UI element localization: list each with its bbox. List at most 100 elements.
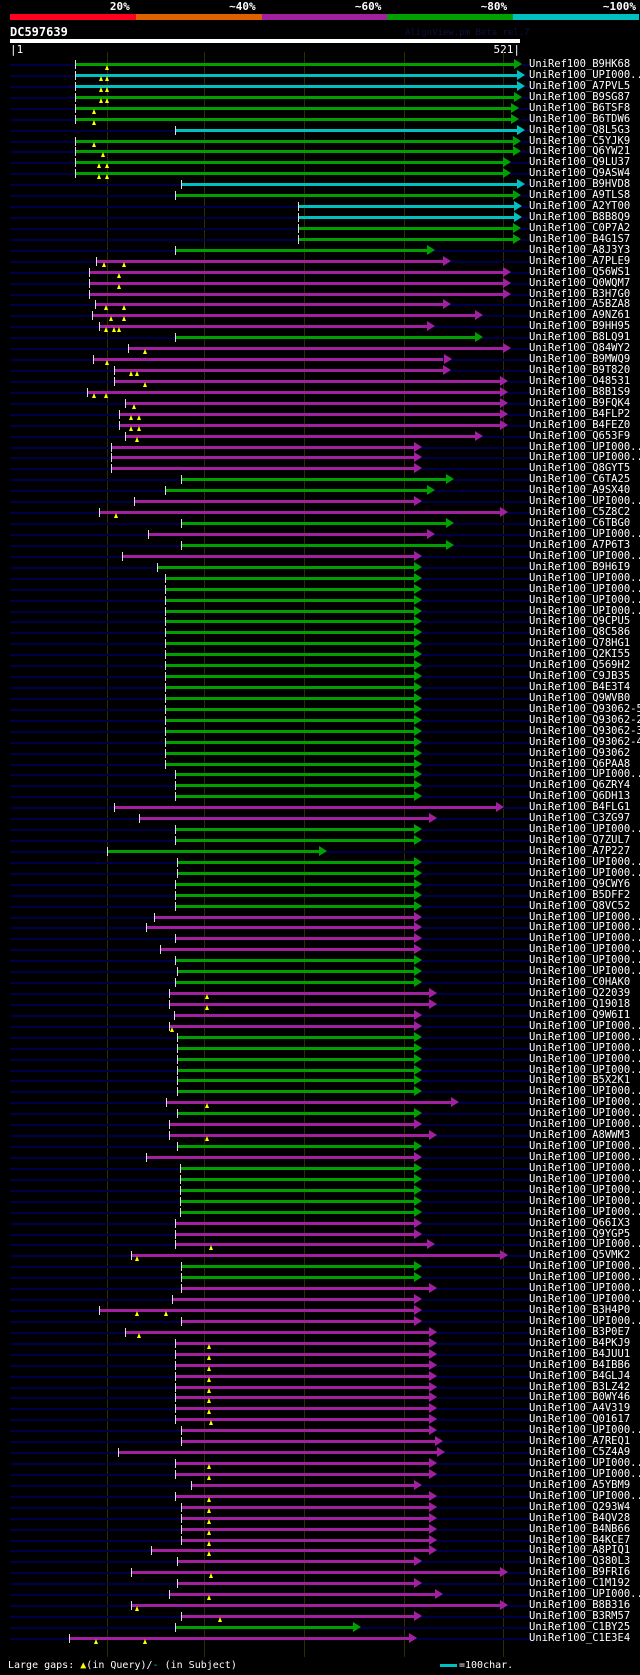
hit-label[interactable]: UniRef100_O48531 — [529, 374, 631, 387]
alignment-row[interactable]: UniRef100_B9SG87 — [0, 91, 640, 103]
hit-label[interactable]: UniRef100_Q9CPU5 — [529, 615, 631, 628]
hit-label[interactable]: UniRef100_A9SX40 — [529, 484, 631, 497]
alignment-row[interactable]: UniRef100_UPI000.. — [0, 856, 640, 868]
hit-label[interactable]: UniRef100_B0WY46 — [529, 1391, 631, 1404]
hit-label[interactable]: UniRef100_Q22039 — [529, 987, 631, 1000]
alignment-row[interactable]: UniRef100_B3H7G0 — [0, 287, 640, 300]
alignment-row[interactable]: UniRef100_C6TA25 — [0, 473, 640, 485]
alignment-row[interactable]: UniRef100_B4FLP2 — [0, 408, 640, 420]
alignment-row[interactable]: UniRef100_UPI000.. — [0, 572, 640, 584]
alignment-row[interactable]: UniRef100_B8B1S9 — [0, 386, 640, 398]
hit-label[interactable]: UniRef100_B4E3T4 — [529, 681, 631, 693]
alignment-row[interactable]: UniRef100_B3P0E7 — [0, 1325, 640, 1338]
hit-label[interactable]: UniRef100_UPI000.. — [529, 943, 640, 956]
alignment-row[interactable]: UniRef100_UPI000.. — [0, 768, 640, 780]
hit-label[interactable]: UniRef100_Q93062-2 — [529, 713, 640, 726]
alignment-row[interactable]: UniRef100_Q93062-2 — [0, 713, 640, 726]
hit-label[interactable]: UniRef100_A4V319 — [529, 1402, 631, 1415]
hit-label[interactable]: UniRef100_UPI000.. — [529, 1314, 640, 1327]
alignment-row[interactable]: UniRef100_UPI000.. — [0, 1206, 640, 1218]
alignment-row[interactable]: UniRef100_B4JUU1 — [0, 1348, 640, 1360]
hit-label[interactable]: UniRef100_B4PKJ9 — [529, 1336, 631, 1349]
hit-label[interactable]: UniRef100_B8B316 — [529, 1599, 631, 1612]
alignment-row[interactable]: UniRef100_A8PIQ1 — [0, 1544, 640, 1557]
alignment-row[interactable]: UniRef100_B3H4P0 — [0, 1304, 640, 1317]
alignment-row[interactable]: UniRef100_UPI000.. — [0, 440, 640, 453]
alignment-row[interactable]: UniRef100_UPI000.. — [0, 1173, 640, 1185]
hit-label[interactable]: UniRef100_B5X2K1 — [529, 1074, 631, 1087]
hit-label[interactable]: UniRef100_Q93062-3 — [529, 724, 640, 737]
hit-label[interactable]: UniRef100_UPI000.. — [529, 1194, 640, 1207]
alignment-row[interactable]: UniRef100_UPI000.. — [0, 1260, 640, 1273]
hit-label[interactable]: UniRef100_UPI000.. — [529, 954, 640, 967]
alignment-row[interactable]: UniRef100_UPI000.. — [0, 1107, 640, 1119]
hit-label[interactable]: UniRef100_Q8L5G3 — [529, 123, 631, 136]
hit-label[interactable]: UniRef100_A7P227 — [529, 844, 631, 857]
alignment-row[interactable]: UniRef100_A8J3Y3 — [0, 244, 640, 256]
hit-label[interactable]: UniRef100_B9H6I9 — [529, 560, 631, 573]
hit-label[interactable]: UniRef100_Q8GYT5 — [529, 462, 631, 475]
hit-label[interactable]: UniRef100_UPI000.. — [529, 451, 640, 464]
alignment-row[interactable]: UniRef100_UPI000.. — [0, 1162, 640, 1174]
hit-label[interactable]: UniRef100_B8LQ91 — [529, 331, 631, 344]
hit-label[interactable]: UniRef100_A7P6T3 — [529, 538, 631, 551]
alignment-row[interactable]: UniRef100_A7P227 — [0, 844, 640, 857]
alignment-row[interactable]: UniRef100_UPI000.. — [0, 1020, 640, 1032]
alignment-row[interactable]: UniRef100_B9H6I9 — [0, 560, 640, 573]
alignment-row[interactable]: UniRef100_C6TBG0 — [0, 517, 640, 529]
hit-label[interactable]: UniRef100_Q56WS1 — [529, 265, 631, 278]
alignment-row[interactable]: UniRef100_UPI000.. — [0, 965, 640, 977]
alignment-row[interactable]: UniRef100_UPI000.. — [0, 1140, 640, 1152]
hit-label[interactable]: UniRef100_UPI000.. — [529, 1238, 640, 1251]
alignment-row[interactable]: UniRef100_UPI000.. — [0, 582, 640, 595]
alignment-row[interactable]: UniRef100_UPI000.. — [0, 69, 640, 81]
alignment-row[interactable]: UniRef100_B9MWQ9 — [0, 353, 640, 366]
hit-label[interactable]: UniRef100_B4NB66 — [529, 1522, 631, 1535]
alignment-row[interactable]: UniRef100_UPI000.. — [0, 1194, 640, 1207]
hit-label[interactable]: UniRef100_B4IBB6 — [529, 1358, 631, 1371]
alignment-row[interactable]: UniRef100_Q6YW21 — [0, 145, 640, 158]
hit-label[interactable]: UniRef100_Q19018 — [529, 997, 631, 1010]
alignment-row[interactable]: UniRef100_UPI000.. — [0, 605, 640, 617]
hit-label[interactable]: UniRef100_UPI000.. — [529, 582, 640, 595]
alignment-row[interactable]: UniRef100_C9JB35 — [0, 670, 640, 682]
alignment-row[interactable]: UniRef100_Q93062-4 — [0, 736, 640, 748]
alignment-row[interactable]: UniRef100_UPI000.. — [0, 550, 640, 562]
alignment-row[interactable]: UniRef100_Q9CWY6 — [0, 878, 640, 890]
hit-label[interactable]: UniRef100_B3P0E7 — [529, 1325, 631, 1338]
hit-label[interactable]: UniRef100_UPI000.. — [529, 932, 640, 945]
hit-label[interactable]: UniRef100_UPI000.. — [529, 495, 640, 508]
alignment-row[interactable]: UniRef100_B4IBB6 — [0, 1358, 640, 1371]
alignment-row[interactable]: UniRef100_UPI000.. — [0, 594, 640, 606]
hit-label[interactable]: UniRef100_B9MWQ9 — [529, 353, 631, 366]
hit-label[interactable]: UniRef100_C1M192 — [529, 1577, 631, 1590]
alignment-row[interactable]: UniRef100_Q9CPU5 — [0, 615, 640, 628]
alignment-row[interactable]: UniRef100_UPI000.. — [0, 1053, 640, 1065]
hit-label[interactable]: UniRef100_C0HAK0 — [529, 976, 631, 989]
hit-label[interactable]: UniRef100_UPI000.. — [529, 1151, 640, 1163]
hit-label[interactable]: UniRef100_B3H7G0 — [529, 287, 631, 300]
hit-label[interactable]: UniRef100_UPI000.. — [529, 823, 640, 836]
alignment-row[interactable]: UniRef100_C0HAK0 — [0, 976, 640, 989]
hit-label[interactable]: UniRef100_UPI000.. — [529, 1467, 640, 1480]
hit-label[interactable]: UniRef100_Q8VC52 — [529, 899, 631, 912]
alignment-row[interactable]: UniRef100_Q93062-3 — [0, 724, 640, 737]
alignment-row[interactable]: UniRef100_A4V319 — [0, 1402, 640, 1415]
alignment-row[interactable]: UniRef100_UPI000.. — [0, 1085, 640, 1097]
hit-label[interactable]: UniRef100_Q78HG1 — [529, 637, 631, 650]
alignment-row[interactable]: UniRef100_UPI000.. — [0, 1457, 640, 1470]
alignment-row[interactable]: UniRef100_Q9WVB0 — [0, 692, 640, 704]
hit-label[interactable]: UniRef100_UPI000.. — [529, 440, 640, 453]
hit-label[interactable]: UniRef100_UPI000.. — [529, 1489, 640, 1502]
alignment-row[interactable]: UniRef100_C5Z4A9 — [0, 1446, 640, 1458]
alignment-row[interactable]: UniRef100_Q9W6I1 — [0, 1009, 640, 1021]
hit-label[interactable]: UniRef100_Q93062 — [529, 746, 631, 759]
hit-label[interactable]: UniRef100_C5Z8C2 — [529, 506, 631, 519]
hit-label[interactable]: UniRef100_UPI000.. — [529, 1260, 640, 1273]
hit-label[interactable]: UniRef100_UPI000.. — [529, 1183, 640, 1196]
alignment-row[interactable]: UniRef100_B9HK68 — [0, 58, 640, 70]
hit-label[interactable]: UniRef100_B3RM57 — [529, 1610, 631, 1623]
alignment-row[interactable]: UniRef100_A9TLS8 — [0, 189, 640, 201]
alignment-row[interactable]: UniRef100_Q22039 — [0, 987, 640, 1000]
alignment-row[interactable]: UniRef100_UPI000.. — [0, 1588, 640, 1601]
